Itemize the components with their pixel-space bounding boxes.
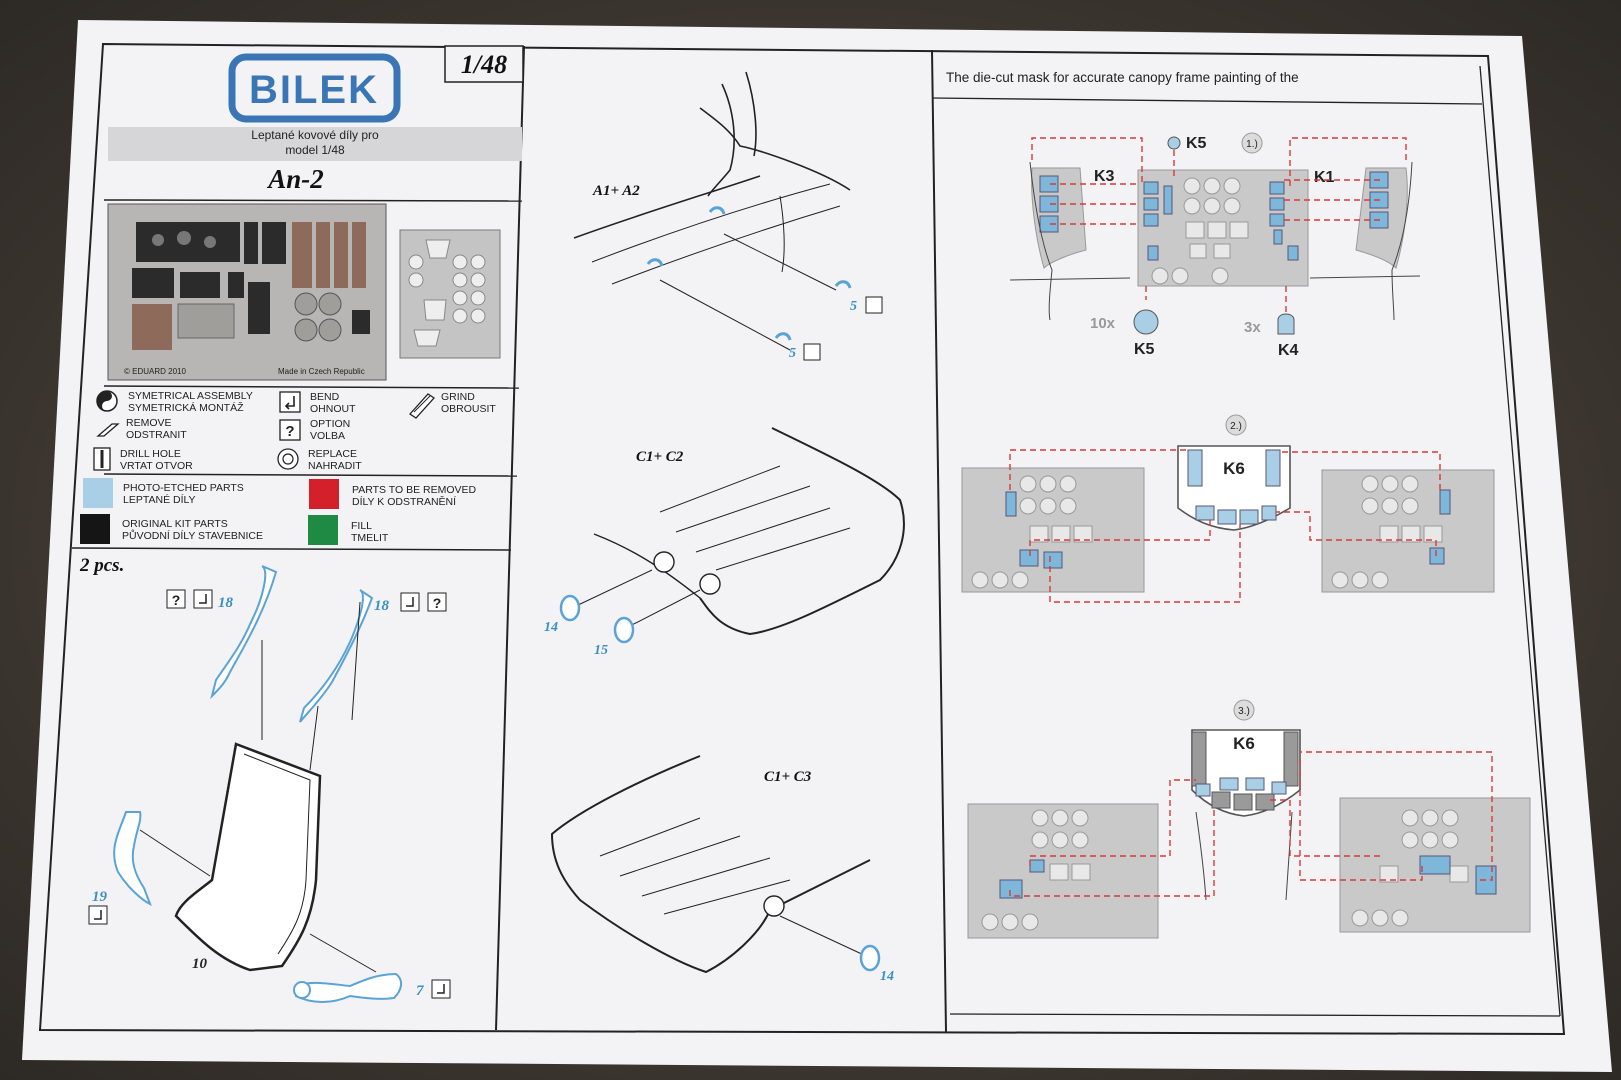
color-legend: PHOTO-ETCHED PARTS LEPTANÉ DÍLY PARTS TO… <box>80 478 477 545</box>
legend-fill-line2: TMELIT <box>351 532 389 544</box>
swatch-original <box>80 514 110 544</box>
subtitle-line2: model 1/48 <box>285 143 345 157</box>
outer-frame <box>38 42 1566 1036</box>
mask-box-inner-bottom <box>949 1013 1561 1017</box>
question-icon <box>279 419 301 441</box>
legend-option-line1: OPTION <box>310 418 350 430</box>
mask-sheet-picture <box>399 229 501 359</box>
step-c1-c2: C1+ C2 14 15 <box>544 427 905 658</box>
color-legend-rule <box>71 547 512 551</box>
part-10: 10 <box>192 956 208 972</box>
k4-label: K4 <box>1278 342 1299 359</box>
subtitle-line1: Leptané kovové díly pro <box>251 128 379 142</box>
option-mark-2: ? <box>433 595 442 611</box>
step-3-badge <box>1233 699 1255 721</box>
step-c3-part-14: 14 <box>880 969 894 984</box>
step-c-part-15: 15 <box>594 643 608 658</box>
k5-top: K5 <box>1186 135 1207 152</box>
bend-arrow-icon <box>279 391 301 413</box>
replace-icon <box>277 448 299 470</box>
k3-label: K3 <box>1094 168 1115 185</box>
legend-grind-line2: OBROUSIT <box>441 403 496 415</box>
legend-pe-line1: PHOTO-ETCHED PARTS <box>123 482 244 494</box>
eraser-icon <box>96 423 120 437</box>
fret-made-in: Made in Czech Republic <box>278 367 365 376</box>
option-mark-1: ? <box>172 592 181 608</box>
step-a-part-5b: 5 <box>789 346 796 361</box>
seat-quantity: 2 pcs. <box>79 555 124 576</box>
step-c1-c2-label: C1+ C2 <box>636 449 684 465</box>
mask-title: The die-cut mask for accurate canopy fra… <box>946 70 1299 85</box>
mask-step-1: 1.) K5 K3 K1 <box>1009 132 1421 359</box>
legend-original-line1: ORIGINAL KIT PARTS <box>122 518 228 530</box>
legend-remove-line2: ODSTRANIT <box>126 429 187 441</box>
header-rule <box>103 199 523 202</box>
legend-remove-line1: REMOVE <box>126 417 172 429</box>
mask-box-inner-top <box>931 97 1483 105</box>
step-a1-a2: A1+ A2 5 5 <box>573 71 883 361</box>
step-2-label: 2.) <box>1230 421 1242 432</box>
legend-fill-line1: FILL <box>351 520 372 532</box>
part-18b: 18 <box>374 598 390 614</box>
bilek-logo: BILEK <box>228 53 401 123</box>
step-c-part-14: 14 <box>544 620 558 635</box>
legend-grind-line1: GRIND <box>441 391 475 403</box>
seat-diagram: ? 18 18 ? 10 19 7 <box>88 565 451 1003</box>
model-name: An-2 <box>266 164 324 194</box>
step-c1-c3-label: C1+ C3 <box>764 769 812 785</box>
logo-text: BILEK <box>249 68 379 112</box>
part-19: 19 <box>92 889 108 905</box>
mask-step-3: 3.) K6 <box>967 699 1531 939</box>
legend-symmetrical-line2: SYMETRICKÁ MONTÁŽ <box>128 401 244 414</box>
file-icon <box>409 393 435 419</box>
part-7: 7 <box>416 983 424 999</box>
legend-removed-line1: PARTS TO BE REMOVED <box>352 484 477 496</box>
swatch-fill <box>308 515 338 545</box>
divider-right <box>931 49 947 1033</box>
k6-label-a: K6 <box>1223 459 1245 478</box>
step-1-badge <box>1241 132 1263 154</box>
legend-original-line2: PŮVODNÍ DÍLY STAVEBNICE <box>122 529 263 542</box>
fret-rule <box>103 385 520 389</box>
mask-box-inner-right <box>1479 65 1561 1017</box>
swatch-photo-etched <box>83 478 113 508</box>
legend-option-glyph: ? <box>285 423 294 440</box>
mask-step-2: 2.) K6 <box>961 414 1495 603</box>
swatch-removed <box>309 479 339 509</box>
fret-copyright: © EDUARD 2010 <box>124 367 186 376</box>
k1-label: K1 <box>1314 169 1335 186</box>
drill-icon <box>93 447 111 471</box>
legend-bend-line2: OHNOUT <box>310 403 356 415</box>
part-18a: 18 <box>218 595 234 611</box>
fret-picture: © EDUARD 2010 Made in Czech Republic <box>107 203 387 381</box>
legend-option-line2: VOLBA <box>310 430 345 442</box>
k5-bottom: K5 <box>1134 341 1155 358</box>
scale-label: 1/48 <box>461 50 507 79</box>
scale-box <box>444 45 524 83</box>
legend-symbols: SYMETRICAL ASSEMBLY SYMETRICKÁ MONTÁŽ BE… <box>93 390 496 472</box>
step-2-badge <box>1225 414 1247 436</box>
legend-removed-line2: DÍLY K ODSTRANĚNÍ <box>352 495 456 508</box>
divider-left <box>495 45 525 1031</box>
subtitle-band <box>108 127 522 161</box>
legend-replace-line2: NAHRADIT <box>308 460 362 472</box>
legend-symmetrical-line1: SYMETRICAL ASSEMBLY <box>128 390 253 402</box>
legend-drill-line1: DRILL HOLE <box>120 448 181 460</box>
k6-label-b: K6 <box>1233 734 1255 753</box>
legend-drill-line2: VRTAT OTVOR <box>120 460 193 472</box>
step-c1-c3: C1+ C3 14 <box>550 755 894 984</box>
qty-k5: 10x <box>1090 315 1116 332</box>
legend-bend-line1: BEND <box>310 391 340 403</box>
legend-pe-line2: LEPTANÉ DÍLY <box>123 493 196 506</box>
step-1-label: 1.) <box>1246 139 1258 150</box>
step-a1-a2-label: A1+ A2 <box>592 183 640 199</box>
legend-replace-line1: REPLACE <box>308 448 357 460</box>
legend-rule <box>103 473 518 477</box>
step-3-label: 3.) <box>1238 706 1250 717</box>
qty-k4: 3x <box>1244 319 1261 336</box>
step-a-part-5a: 5 <box>850 299 857 314</box>
